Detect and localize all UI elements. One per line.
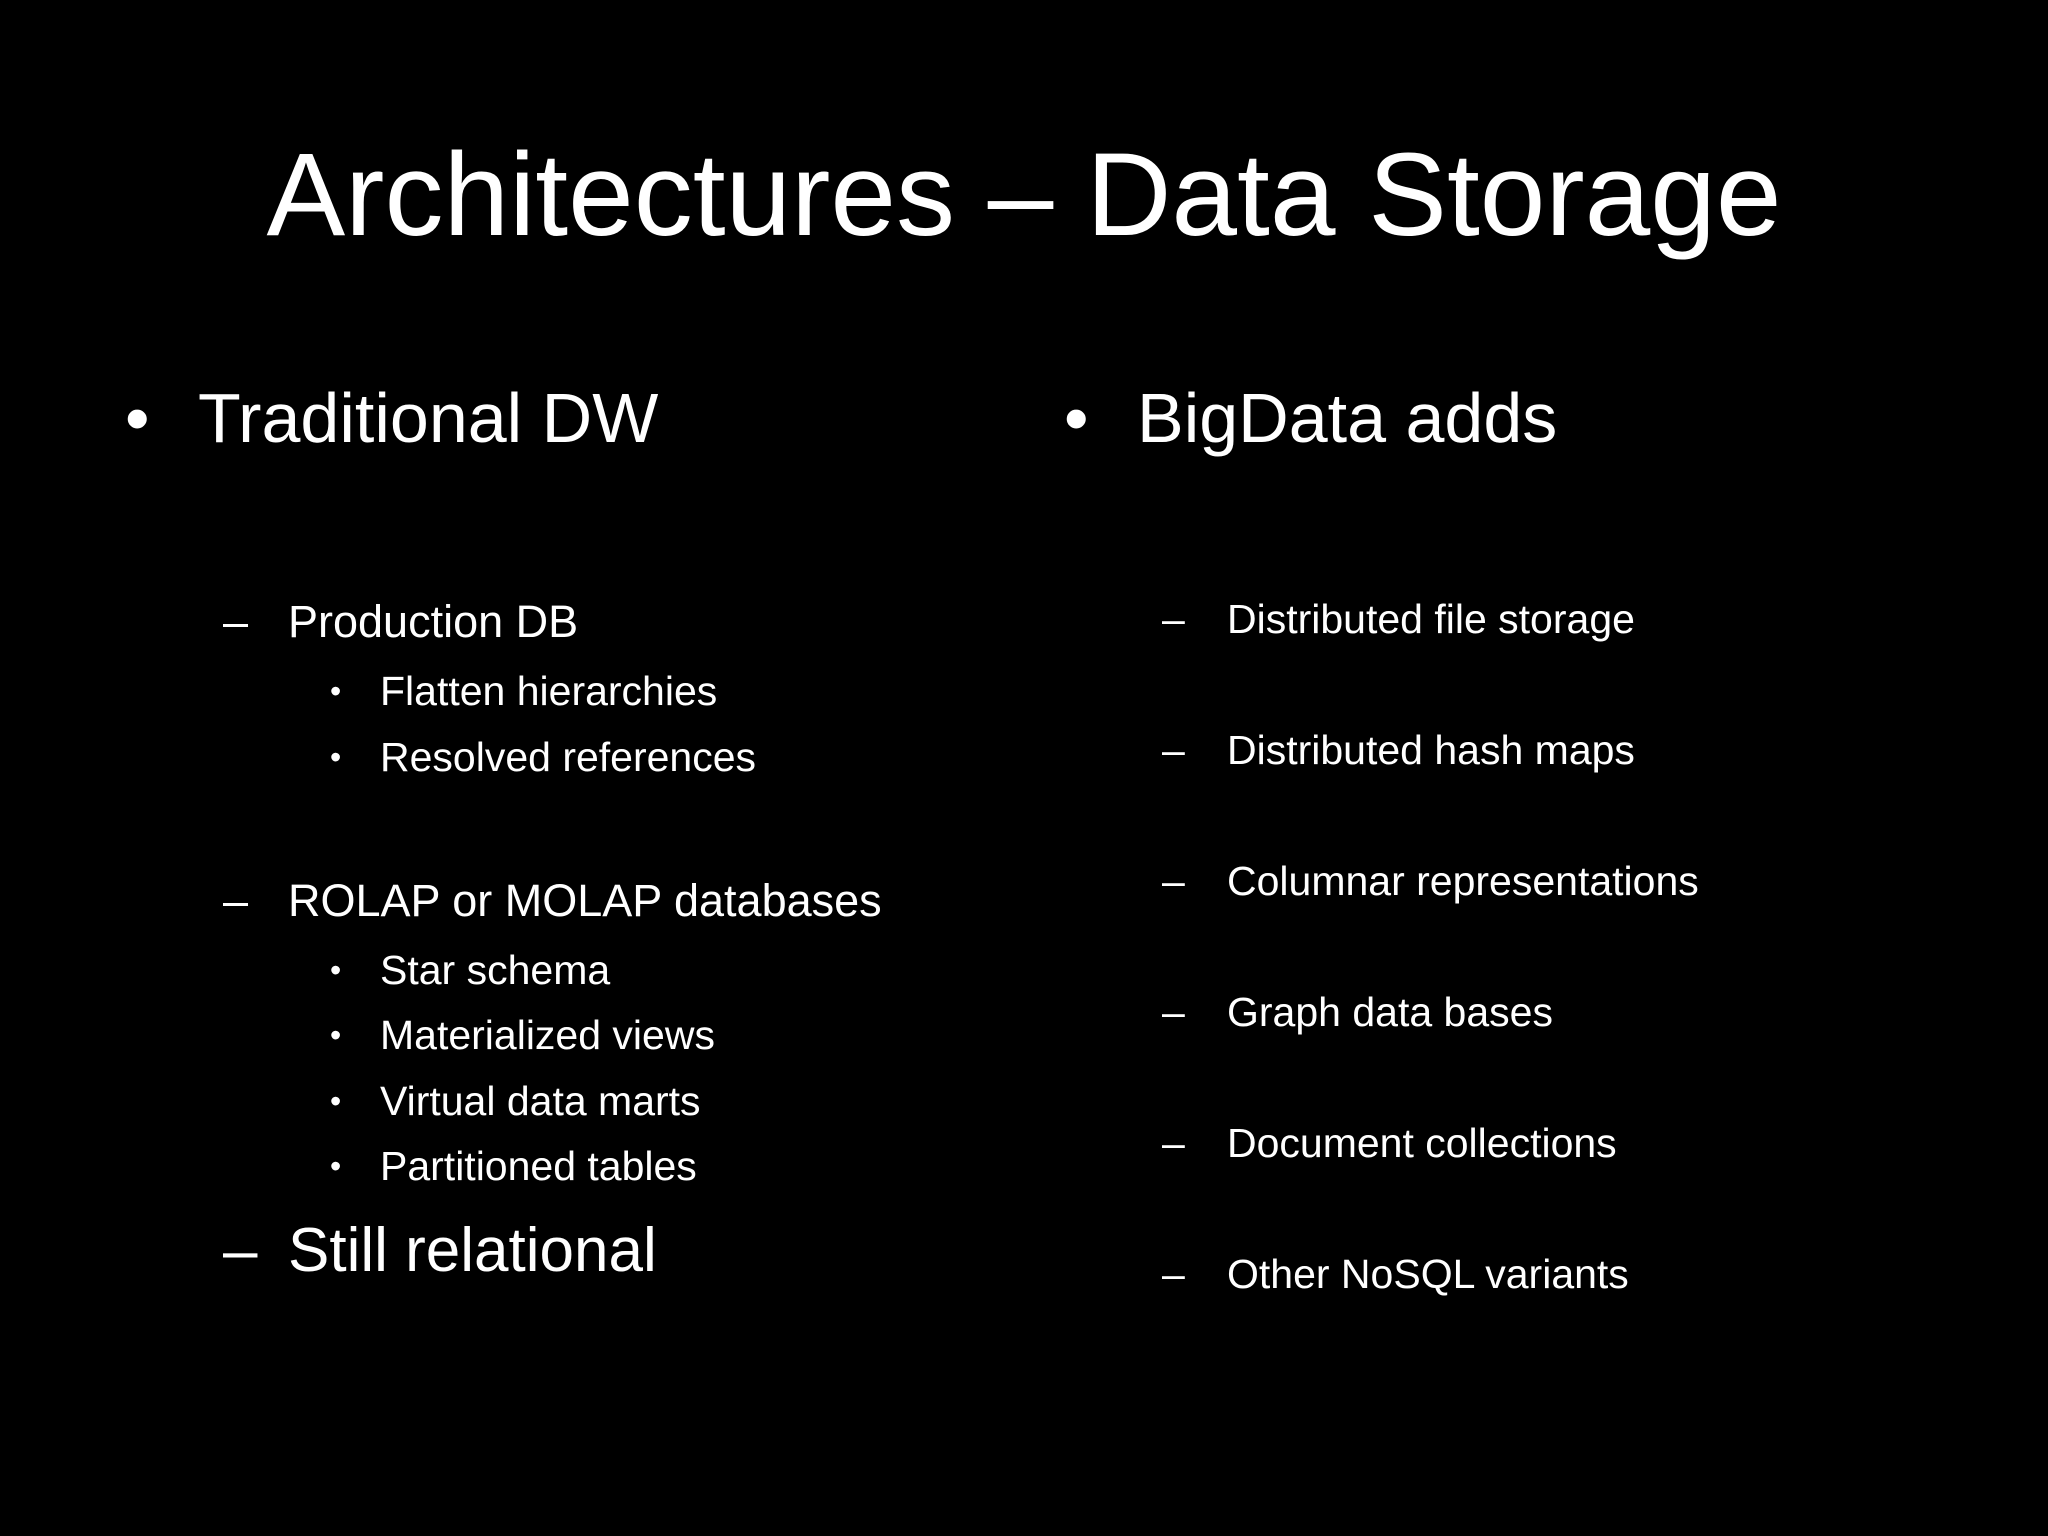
sub-item-label: Star schema: [380, 947, 611, 993]
dash-marker: –: [1162, 727, 1185, 773]
dash-item-label: Distributed file storage: [1227, 596, 1635, 642]
right-heading-text: BigData adds: [1137, 379, 1558, 457]
sub-bullet-marker: •: [330, 1148, 342, 1184]
dash-item-label: Distributed hash maps: [1227, 727, 1635, 773]
sub-item-label: Partitioned tables: [380, 1143, 697, 1189]
bullet-marker: •: [1064, 379, 1089, 457]
dash-item-label: Other NoSQL variants: [1227, 1251, 1629, 1297]
dash-marker: –: [1162, 596, 1185, 642]
dash-marker: –: [223, 875, 249, 926]
sub-bullet-marker: •: [330, 739, 342, 775]
dash-item-label: ROLAP or MOLAP databases: [288, 875, 882, 926]
dash-marker: –: [1162, 989, 1185, 1035]
dash-marker: –: [1162, 1251, 1185, 1297]
dash-item-label: Graph data bases: [1227, 989, 1553, 1035]
sub-bullet-marker: •: [330, 1083, 342, 1119]
dash-item-label: Still relational: [288, 1216, 657, 1285]
sub-bullet-marker: •: [330, 1017, 342, 1053]
dash-item-label: Columnar representations: [1227, 858, 1699, 904]
dash-item-label: Document collections: [1227, 1120, 1617, 1166]
sub-bullet-marker: •: [330, 673, 342, 709]
sub-bullet-marker: •: [330, 952, 342, 988]
dash-marker: –: [1162, 1120, 1185, 1166]
sub-item-label: Resolved references: [380, 734, 757, 780]
sub-item-label: Materialized views: [380, 1012, 715, 1058]
dash-marker: –: [1162, 858, 1185, 904]
sub-item-label: Virtual data marts: [380, 1078, 701, 1124]
dash-marker: –: [223, 596, 249, 647]
bullet-marker: •: [125, 379, 150, 457]
dash-item-label: Production DB: [288, 596, 579, 647]
dash-marker: –: [223, 1216, 258, 1285]
sub-item-label: Flatten hierarchies: [380, 668, 718, 714]
slide-title: Architectures – Data Storage: [266, 129, 1782, 261]
left-heading-text: Traditional DW: [198, 379, 659, 457]
